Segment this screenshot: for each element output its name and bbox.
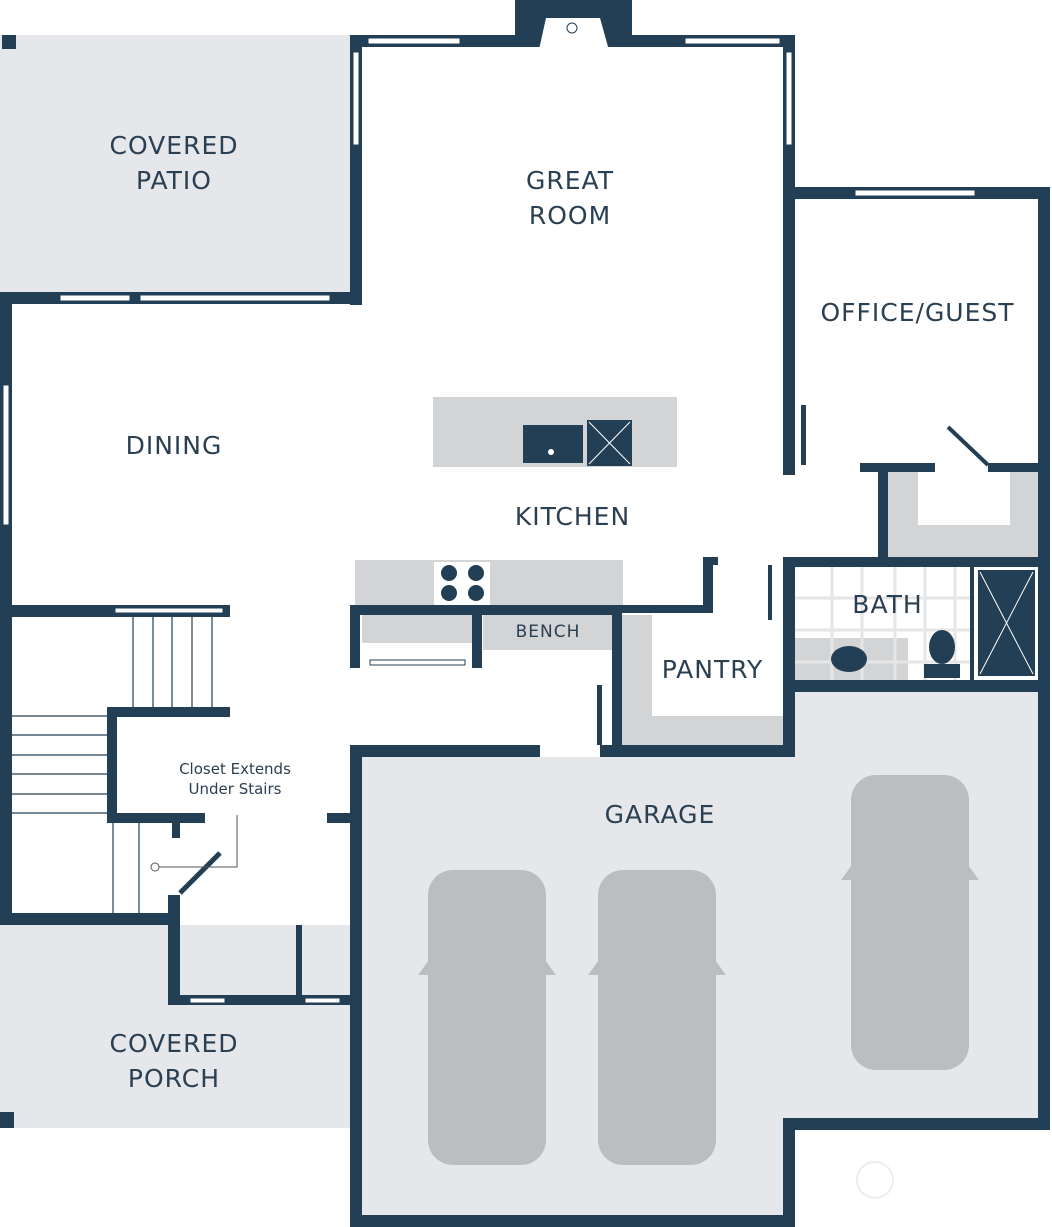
wall xyxy=(988,463,1040,472)
wall xyxy=(296,925,302,1000)
window xyxy=(369,659,466,666)
wall xyxy=(768,565,772,620)
window xyxy=(367,37,461,45)
window xyxy=(352,51,360,146)
wall xyxy=(600,745,795,757)
toilet-icon xyxy=(924,630,960,678)
wall xyxy=(107,707,230,717)
wall xyxy=(350,745,540,757)
room-label-office-guest: OFFICE/GUEST xyxy=(820,298,1015,327)
wall xyxy=(0,913,180,925)
stairs xyxy=(12,617,213,913)
wall xyxy=(860,463,935,472)
counter xyxy=(483,615,613,650)
leader-dot xyxy=(150,862,160,872)
closet-note: Closet Extends Under Stairs xyxy=(179,760,291,798)
car-icon xyxy=(598,870,716,1165)
wall xyxy=(970,567,974,680)
bath-sink-icon xyxy=(831,646,867,672)
cooktop-icon xyxy=(434,562,490,605)
sink-icon xyxy=(523,425,583,463)
wall xyxy=(1038,187,1050,1130)
cars xyxy=(418,775,979,1165)
wall xyxy=(327,813,352,823)
wall xyxy=(597,685,602,745)
car-icon xyxy=(428,870,546,1165)
closet-door[interactable] xyxy=(178,851,222,895)
window xyxy=(114,607,224,614)
window xyxy=(59,294,131,302)
wall xyxy=(350,605,622,615)
room-label-great-room: GREAT ROOM xyxy=(526,166,614,230)
windows xyxy=(2,37,976,1004)
counter xyxy=(362,615,472,643)
wall xyxy=(612,605,622,755)
driveway-mark xyxy=(856,1161,894,1199)
wall xyxy=(350,605,360,668)
wall xyxy=(703,557,718,565)
wall xyxy=(2,35,16,49)
window xyxy=(785,51,793,146)
wall xyxy=(783,557,795,757)
wall xyxy=(801,405,806,465)
window xyxy=(139,294,331,302)
wall xyxy=(783,680,1050,692)
wall xyxy=(878,463,888,557)
wall xyxy=(0,1112,14,1128)
room-label-bath: BATH xyxy=(852,590,923,619)
wall xyxy=(350,745,362,1227)
wall xyxy=(168,995,352,1005)
wall xyxy=(168,895,180,1005)
wall xyxy=(107,707,117,823)
pantry-shelves xyxy=(622,615,783,745)
room-label-covered-porch: COVERED PORCH xyxy=(109,1029,239,1093)
wall xyxy=(350,1215,795,1227)
wall xyxy=(172,823,180,838)
car-mirrors xyxy=(841,850,979,880)
room-label-kitchen: KITCHEN xyxy=(514,502,631,531)
wall xyxy=(783,557,1050,567)
wall xyxy=(703,557,713,613)
room-fill xyxy=(0,35,352,295)
window xyxy=(189,997,226,1004)
fireplace-icon xyxy=(538,18,610,54)
window xyxy=(854,189,976,197)
car-mirrors xyxy=(418,945,556,975)
wall xyxy=(107,813,205,823)
room-label-dining: DINING xyxy=(125,431,223,460)
office-closet-door[interactable] xyxy=(946,425,990,467)
room-label-bench: BENCH xyxy=(515,622,581,642)
wall xyxy=(783,1118,1050,1130)
wall xyxy=(472,615,482,668)
wall xyxy=(783,1118,795,1227)
closet-shelves xyxy=(888,472,1038,557)
dishwasher-icon xyxy=(587,420,632,466)
window xyxy=(2,384,10,526)
shower-icon xyxy=(978,570,1035,676)
car-mirrors xyxy=(588,945,726,975)
window xyxy=(684,37,781,45)
closet-note-leader xyxy=(155,815,238,868)
wall xyxy=(622,605,712,613)
room-label-covered-patio: COVERED PATIO xyxy=(109,131,239,195)
window xyxy=(304,997,341,1004)
car-icon xyxy=(851,775,969,1070)
fixtures xyxy=(434,420,1035,678)
room-label-pantry: PANTRY xyxy=(661,655,764,684)
room-label-garage: GARAGE xyxy=(604,800,716,829)
